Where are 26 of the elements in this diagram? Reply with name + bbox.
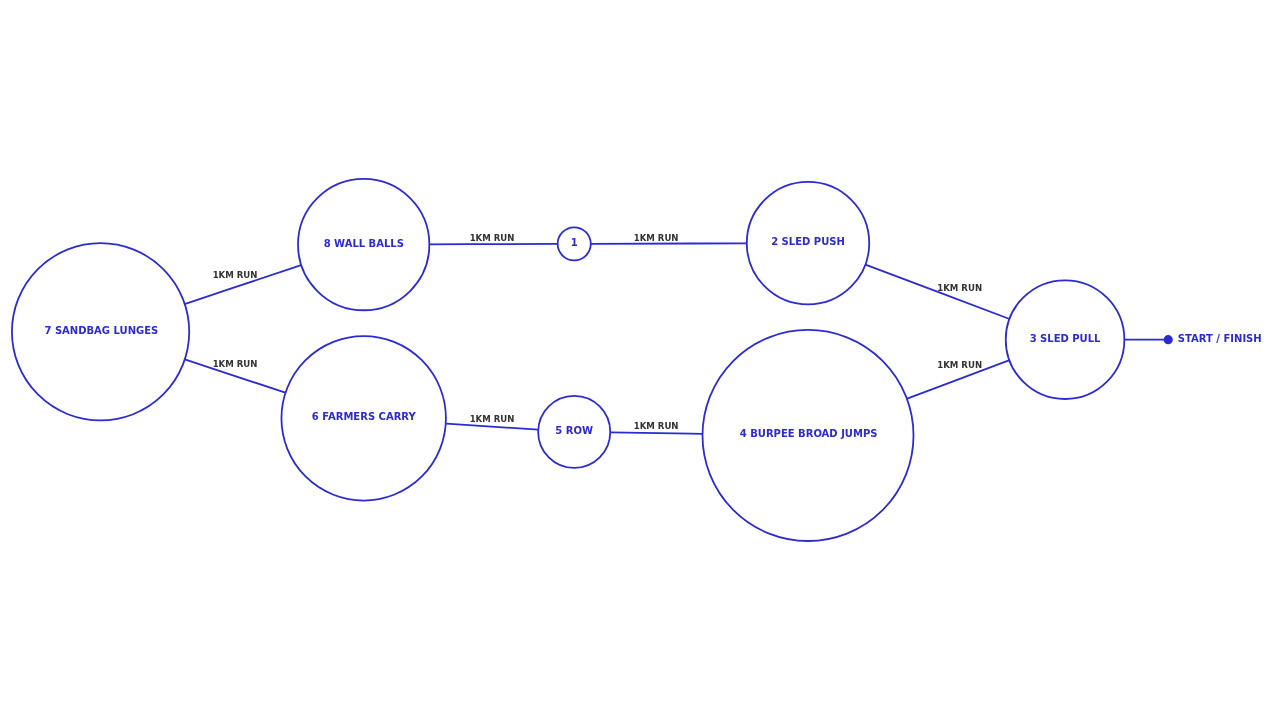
connector	[590, 242, 748, 245]
edge-label: 1KM RUN	[937, 283, 983, 294]
node-circle: 2 SLED PUSH	[745, 181, 871, 306]
node-circle: 5 ROW	[537, 394, 612, 469]
edge-label: 1KM RUN	[469, 233, 515, 244]
node-circle: 7 SANDBAG LUNGES	[11, 242, 191, 422]
node-circle: 4 BURPEE BROAD JUMPS	[701, 329, 915, 542]
node-circle: 3 SLED PULL	[1004, 279, 1126, 400]
edge-label: 1KM RUN	[212, 359, 258, 370]
connector	[609, 431, 704, 435]
node-circle: 1	[556, 226, 592, 262]
edge-label: 1KM RUN	[937, 359, 983, 370]
connector	[1123, 335, 1173, 345]
edge-label: 1KM RUN	[212, 269, 258, 280]
connector	[183, 358, 287, 394]
connector	[428, 243, 559, 246]
connector	[906, 359, 1011, 400]
edge-label: 1KM RUN	[633, 232, 679, 243]
connector	[864, 263, 1011, 320]
connector	[183, 264, 302, 305]
node-text: START / FINISH	[1177, 332, 1262, 344]
edge-label: 1KM RUN	[469, 414, 515, 425]
node-circle: 6 FARMERS CARRY	[280, 335, 447, 502]
edge-label: 1KM RUN	[633, 421, 679, 432]
connector	[445, 422, 540, 431]
node-circle: 8 WALL BALLS	[297, 178, 431, 312]
